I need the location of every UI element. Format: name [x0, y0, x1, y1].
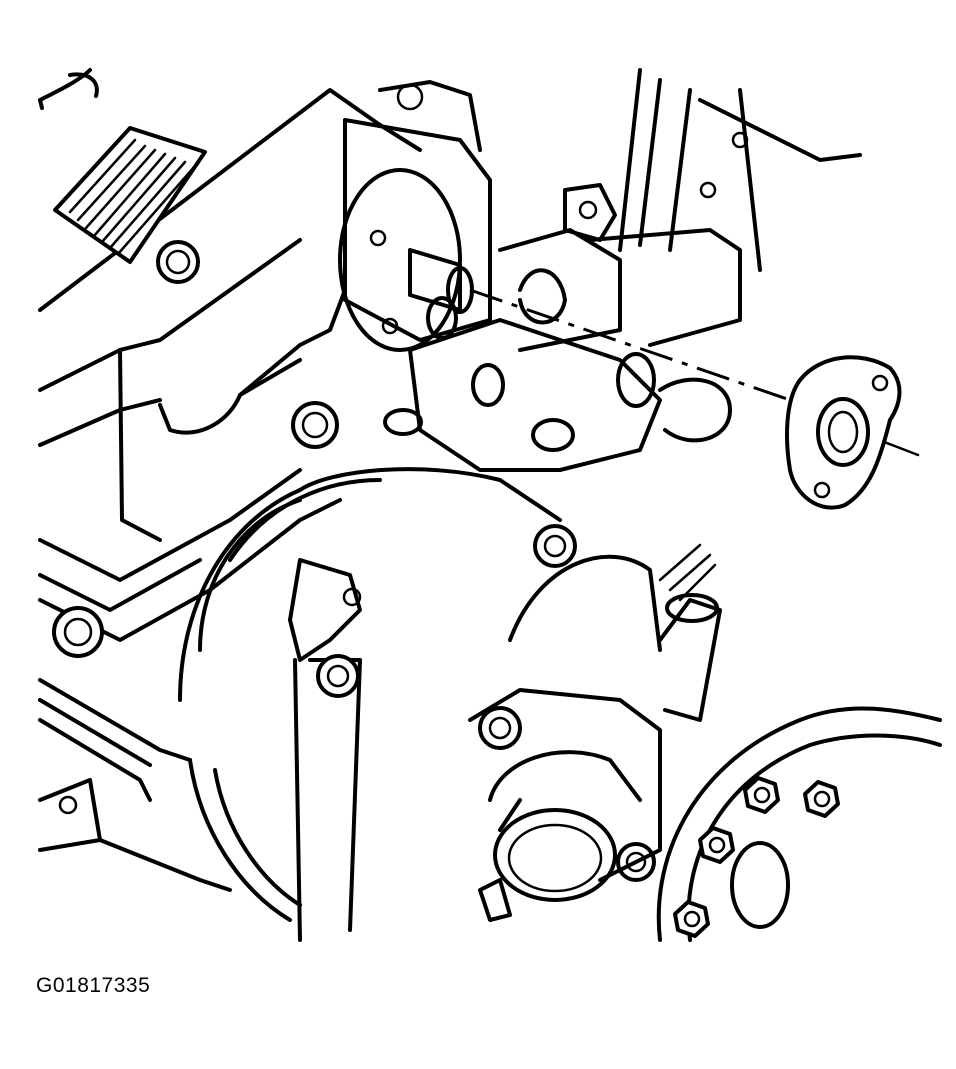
head-bolt-upper [156, 240, 200, 284]
flexplate [656, 706, 942, 942]
flexplate-nut-4 [673, 900, 710, 938]
thermostat-housing [468, 554, 662, 902]
figure-id: G01817335 [36, 974, 151, 997]
coil-grille [53, 126, 207, 264]
flexplate-nut-2 [803, 780, 840, 818]
pump-housing [383, 318, 732, 472]
seal-gasket [785, 355, 902, 510]
flexplate-nut-3 [698, 826, 735, 864]
cover-bolt-pump [478, 706, 522, 750]
cover-bolt-top [533, 524, 577, 568]
engine-block-lower [38, 678, 512, 922]
front-cover [178, 467, 562, 942]
head-bolt-middle [291, 401, 339, 449]
head-bolt-lower [52, 606, 104, 658]
coolant-pipe [658, 543, 722, 722]
upper-housing [338, 80, 492, 352]
flexplate-nut-1 [743, 776, 780, 814]
mounting-bracket [498, 68, 862, 352]
cover-bolt-left [316, 654, 360, 698]
